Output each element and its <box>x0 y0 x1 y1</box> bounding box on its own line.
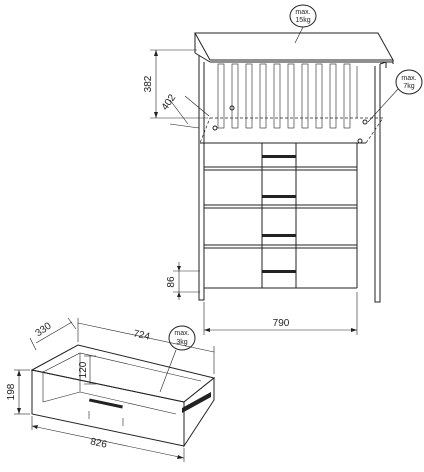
drawer-depth-dimension: 330 <box>29 317 77 351</box>
inner-width-dimension: 790 <box>203 292 358 335</box>
drawer-handle <box>262 155 296 158</box>
svg-text:198: 198 <box>6 383 17 400</box>
svg-text:382: 382 <box>143 75 154 92</box>
drawer-runner <box>182 392 211 413</box>
upper-depth-dimension: 402 <box>160 92 210 129</box>
drawer-inner-width-dimension: 724 <box>77 318 215 374</box>
chest-of-drawers <box>194 32 394 303</box>
svg-text:402: 402 <box>160 92 179 112</box>
svg-text:max.: max. <box>401 75 416 82</box>
svg-text:790: 790 <box>273 318 290 329</box>
drawer-height-dimension: 198 <box>6 369 30 415</box>
svg-text:826: 826 <box>89 436 108 450</box>
back-slats <box>217 63 351 129</box>
drawer-inner-height-dimension: 120 <box>78 355 96 385</box>
drawer-box <box>30 344 216 448</box>
svg-text:724: 724 <box>132 328 151 342</box>
svg-text:3kg: 3kg <box>176 339 187 346</box>
svg-text:max.: max. <box>174 330 189 337</box>
chest-left-side <box>198 55 205 301</box>
drawer-fronts <box>204 142 358 289</box>
chest-top <box>194 32 394 61</box>
drawer-width-dimension: 826 <box>31 416 185 462</box>
svg-text:15kg: 15kg <box>295 17 310 24</box>
svg-text:120: 120 <box>78 361 89 378</box>
shelf-load-badge: max. 7kg <box>367 69 423 123</box>
drawer-handle <box>262 234 296 237</box>
drawer-handle <box>262 195 296 198</box>
drawer-load-badge: max. 3kg <box>159 325 196 393</box>
svg-text:330: 330 <box>34 320 54 339</box>
drawer-front <box>31 369 185 447</box>
plinth-height-dimension: 86 <box>166 262 200 300</box>
drawer-handle <box>262 270 296 273</box>
svg-text:max.: max. <box>295 9 310 16</box>
upper-height-dimension: 382 <box>143 49 208 119</box>
svg-text:7kg: 7kg <box>403 83 414 90</box>
top-load-badge: max. 15kg <box>289 4 317 44</box>
shelf-outline <box>199 117 384 144</box>
svg-text:86: 86 <box>166 276 177 288</box>
chest-right-side <box>374 64 381 303</box>
drawer-handle <box>88 398 123 409</box>
